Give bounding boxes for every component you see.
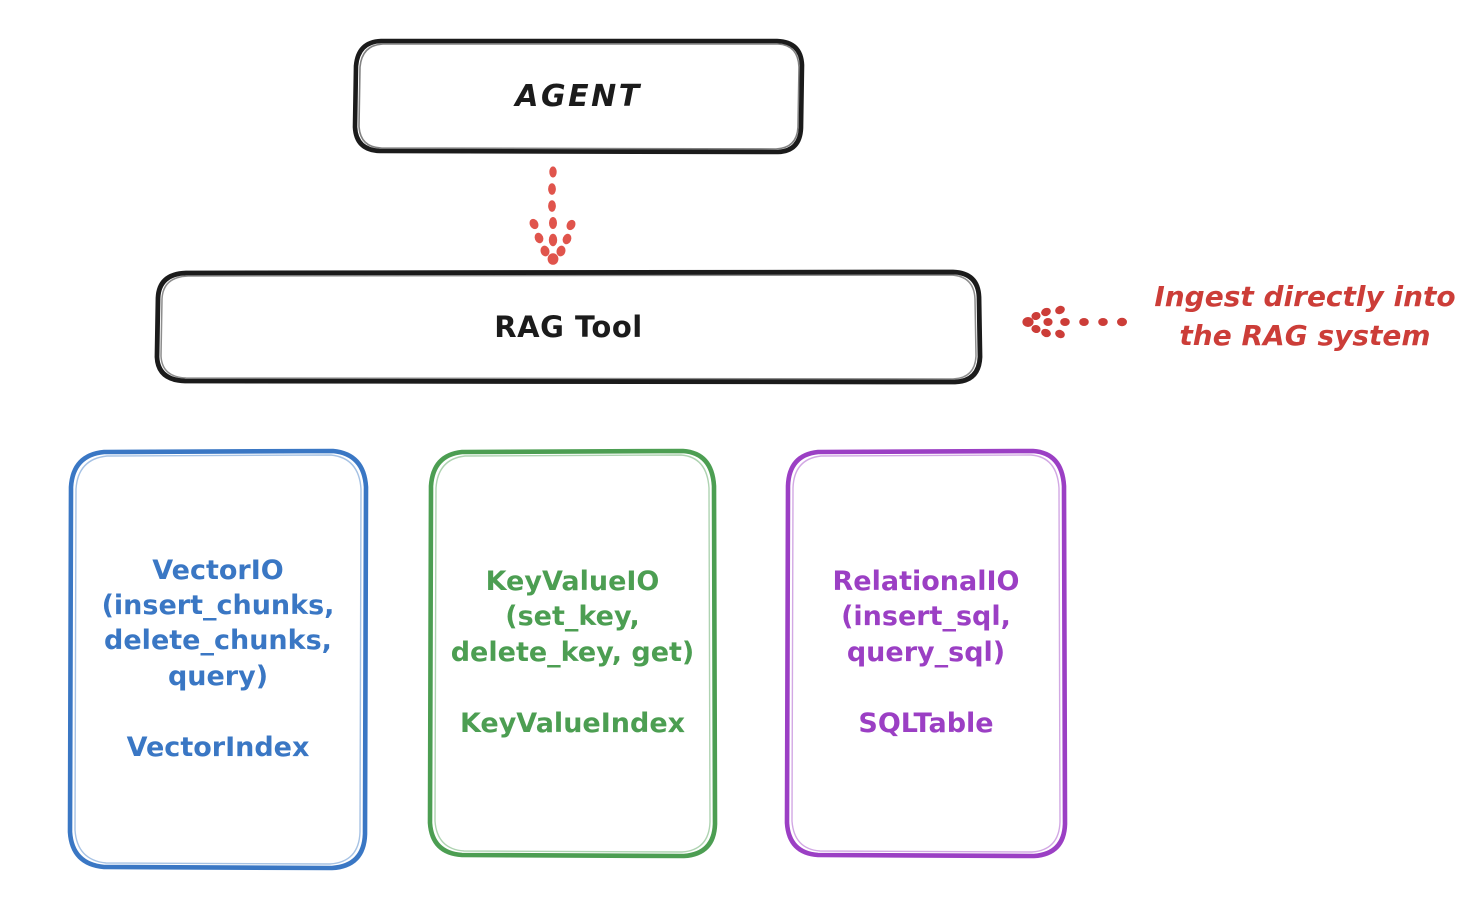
agent-box-outline [352, 38, 805, 155]
key-value-io-box-outline [427, 448, 718, 859]
ingest-note-arrow [1022, 305, 1127, 339]
relational-io-box-outline [784, 448, 1068, 859]
agent-to-rag-tool-arrow [529, 166, 576, 265]
rag-tool-box-outline [154, 269, 983, 385]
vector-io-box-outline [67, 448, 369, 871]
